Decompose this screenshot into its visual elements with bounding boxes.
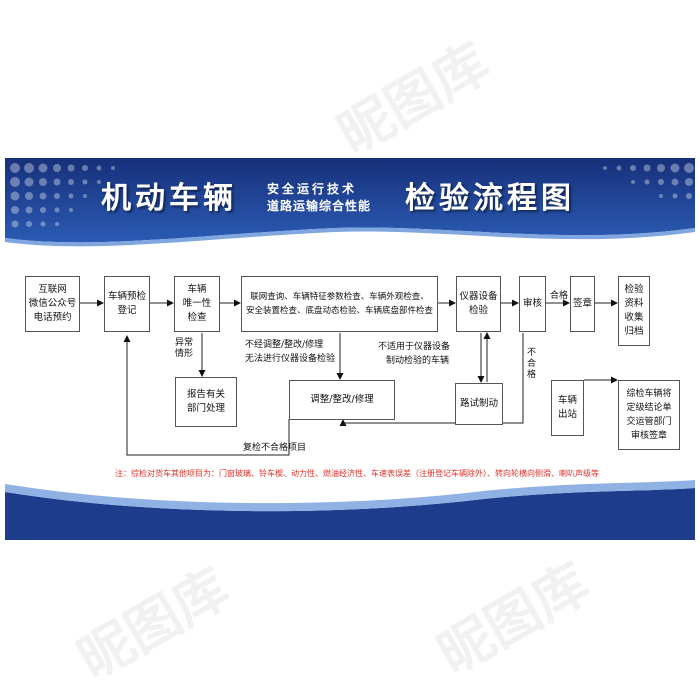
watermark-bottom-left: 昵图库 [67,556,240,692]
footnote: 注：综检对货车其他项目为：门窗玻璃、铃车楔、动力性、燃油经济性、车速表误差（注册… [115,469,599,478]
footer-banner [5,480,695,540]
not-applicable-label-1: 不适用于仪器设备 [378,342,451,352]
inspection-items-box: 联网查询、车辆特征参数检查、车辆外观检查、 安全装置检查、底盘动态检验、车辆底盘… [241,276,438,332]
instrument-inspection-box: 仪器设备 检验 [456,276,501,332]
watermark-top: 昵图库 [327,31,500,167]
vehicle-exit-box: 车辆 出站 [551,380,584,436]
road-braking-box: 路试制动 [455,383,503,425]
abnormal-label: 异常 情形 [175,338,194,359]
watermark-bottom-right: 昵图库 [427,551,600,687]
fail-label: 不合格 [526,348,536,380]
internet-booking-box: 互联网 微信公众号 电话预约 [25,276,80,332]
pre-registration-box: 车辆预检 登记 [104,276,150,332]
title-left: 机动车辆 [101,181,237,216]
subtitle-line2: 道路运输综合性能 [267,199,372,213]
no-adjust-label-1: 不经调整/整改/修理 [245,340,324,350]
final-report-box: 综检车辆将 定级结论单 交运管部门 审核签章 [618,380,680,450]
sign-box: 签章 [570,276,595,332]
review-box: 审核 [519,276,546,332]
connector-lines [80,299,618,456]
adjust-repair-box: 调整/整改/修理 [289,380,395,420]
uniqueness-check-box: 车辆 唯一性 检查 [174,276,220,332]
flowchart-board: 机动车辆 安全运行技术 道路运输综合性能 检验流程图 注：综检对货车其他项目为：… [5,158,695,540]
pass-label: 合格 [550,291,569,301]
records-box: 检验 资料 收集 归档 [618,276,650,346]
title-right: 检验流程图 [405,181,575,216]
subtitle-line1: 安全运行技术 [267,182,358,196]
no-adjust-label-2: 无法进行仪器设备检验 [245,354,336,364]
not-applicable-label-2: 制动检验的车辆 [386,356,450,366]
header-banner [5,158,695,247]
recheck-label: 复检不合格项目 [243,443,307,453]
dot-pattern-icon [10,163,694,228]
report-dept-box: 报告有关 部门处理 [175,377,237,427]
